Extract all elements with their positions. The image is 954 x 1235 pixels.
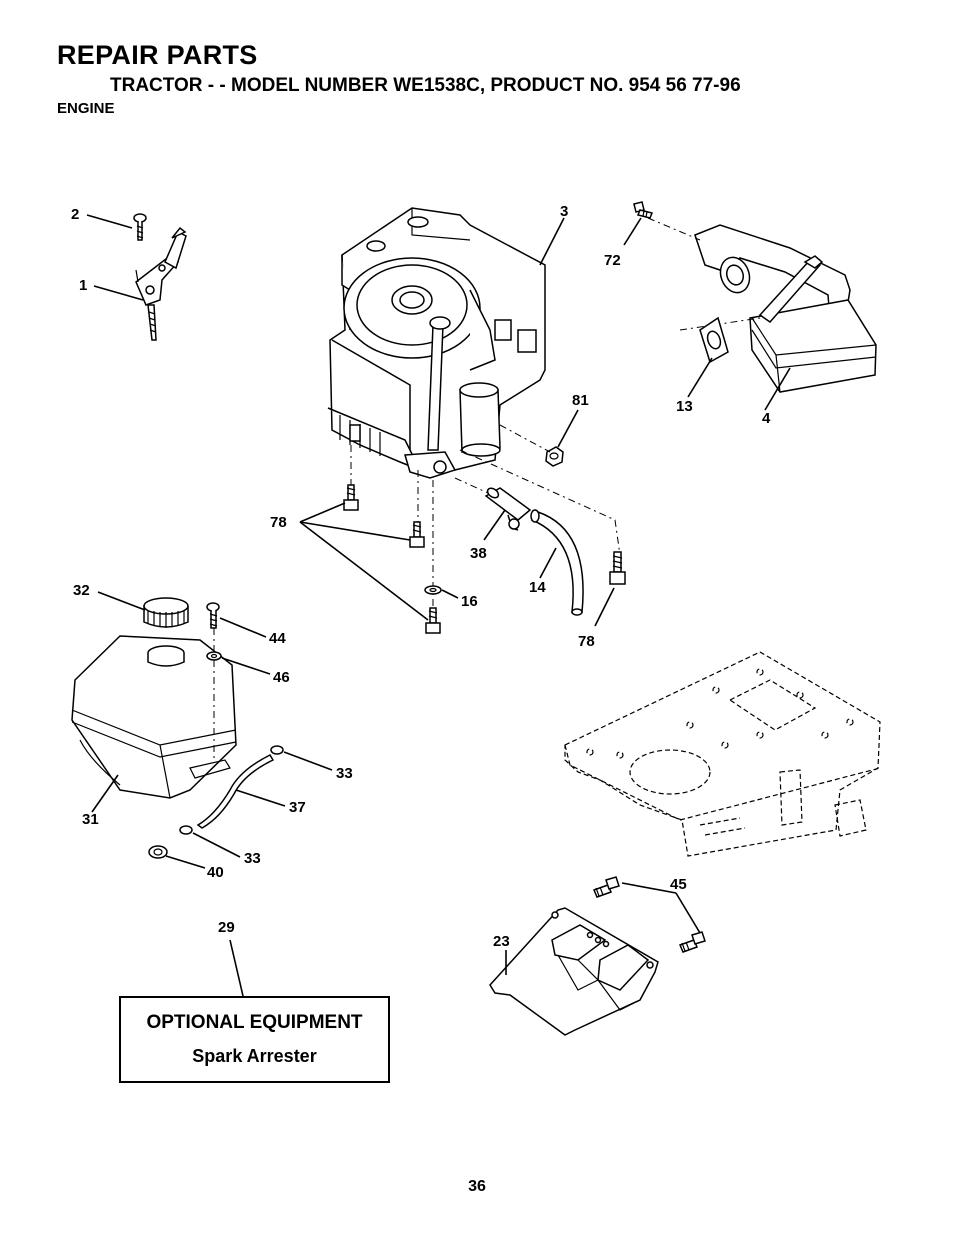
- optional-equipment-box: OPTIONAL EQUIPMENT Spark Arrester: [119, 996, 390, 1083]
- leader-4: [764, 367, 791, 411]
- washer-part-16: [424, 585, 442, 595]
- callout-33-b: 33: [244, 850, 261, 867]
- screw-part-44: [206, 602, 220, 629]
- leader-38: [483, 509, 506, 541]
- callout-37: 37: [289, 799, 306, 816]
- bolt-part-78-d: [609, 551, 626, 585]
- callout-72: 72: [604, 252, 621, 269]
- callout-46: 46: [273, 669, 290, 686]
- tractor-frame-outline: [564, 651, 881, 857]
- fuel-hose-part-14: [530, 509, 584, 616]
- assembly-line-38: [454, 477, 489, 494]
- leader-3: [539, 217, 565, 266]
- leader-78a-2: [299, 521, 411, 541]
- fuel-cap-part-32: [143, 597, 189, 628]
- fuel-valve-part-38: [484, 487, 532, 531]
- callout-81: 81: [572, 392, 589, 409]
- leader-29: [229, 939, 244, 997]
- page-subtitle: TRACTOR - - MODEL NUMBER WE1538C, PRODUC…: [110, 75, 741, 96]
- fuel-line-part-37: [196, 754, 275, 829]
- fuel-tank-part-31: [71, 635, 237, 799]
- leader-33a: [283, 751, 333, 771]
- callout-13: 13: [676, 398, 693, 415]
- leader-40: [165, 855, 206, 869]
- callout-45: 45: [670, 876, 687, 893]
- callout-78-a: 78: [270, 514, 287, 531]
- bolt-part-45-a: [592, 876, 620, 898]
- callout-1: 1: [79, 277, 87, 294]
- leader-37: [235, 789, 286, 807]
- callout-38: 38: [470, 545, 487, 562]
- optional-equipment-title: OPTIONAL EQUIPMENT: [146, 1012, 363, 1033]
- callout-2: 2: [71, 206, 79, 223]
- optional-equipment-item: Spark Arrester: [192, 1046, 317, 1066]
- bushing-part-40: [148, 845, 168, 859]
- bolt-part-78-b: [409, 521, 425, 548]
- bolt-part-72: [633, 201, 654, 219]
- screw-part-2: [133, 213, 147, 241]
- leader-78a-1: [299, 502, 346, 523]
- callout-16: 16: [461, 593, 478, 610]
- leader-45-b: [675, 892, 701, 934]
- throttle-control-part: [135, 226, 187, 341]
- nut-part-81: [545, 446, 564, 467]
- callout-44: 44: [269, 630, 286, 647]
- page-title: REPAIR PARTS: [57, 40, 258, 70]
- callout-14: 14: [529, 579, 546, 596]
- bolt-part-45-b: [678, 931, 706, 953]
- clamp-part-33-b: [179, 825, 193, 835]
- leader-44: [219, 617, 267, 638]
- engine-part: [327, 207, 546, 479]
- leader-32: [97, 591, 146, 611]
- clamp-part-33-a: [270, 745, 284, 755]
- leader-1: [93, 285, 144, 301]
- callout-33-a: 33: [336, 765, 353, 782]
- bolt-part-78-a: [343, 484, 359, 511]
- leader-2: [86, 214, 133, 229]
- leader-14: [539, 547, 557, 579]
- assembly-line-72: [647, 217, 701, 241]
- assembly-line-14: [459, 449, 621, 556]
- leader-31: [91, 774, 119, 813]
- leader-81: [557, 409, 579, 448]
- section-label: ENGINE: [57, 100, 115, 117]
- leader-33b: [192, 832, 241, 858]
- callout-29: 29: [218, 919, 235, 936]
- muffler-part: [694, 224, 877, 393]
- callout-23: 23: [493, 933, 510, 950]
- engine-plate-part-23: [489, 907, 659, 1036]
- leader-78a-3: [299, 521, 429, 621]
- leader-16: [441, 589, 459, 599]
- leader-78b: [594, 587, 615, 627]
- callout-31: 31: [82, 811, 99, 828]
- callout-40: 40: [207, 864, 224, 881]
- leader-45-a: [621, 882, 677, 894]
- bolt-part-78-c: [425, 607, 441, 634]
- assembly-line-81: [499, 424, 551, 453]
- callout-3: 3: [560, 203, 568, 220]
- leader-13: [687, 357, 713, 398]
- page-number: 36: [468, 1178, 486, 1195]
- leader-46: [221, 657, 271, 675]
- callout-32: 32: [73, 582, 90, 599]
- callout-4: 4: [762, 410, 771, 427]
- callout-78-b: 78: [578, 633, 595, 650]
- gasket-part-13: [699, 316, 729, 364]
- washer-part-46: [206, 651, 222, 661]
- leader-72: [623, 217, 642, 246]
